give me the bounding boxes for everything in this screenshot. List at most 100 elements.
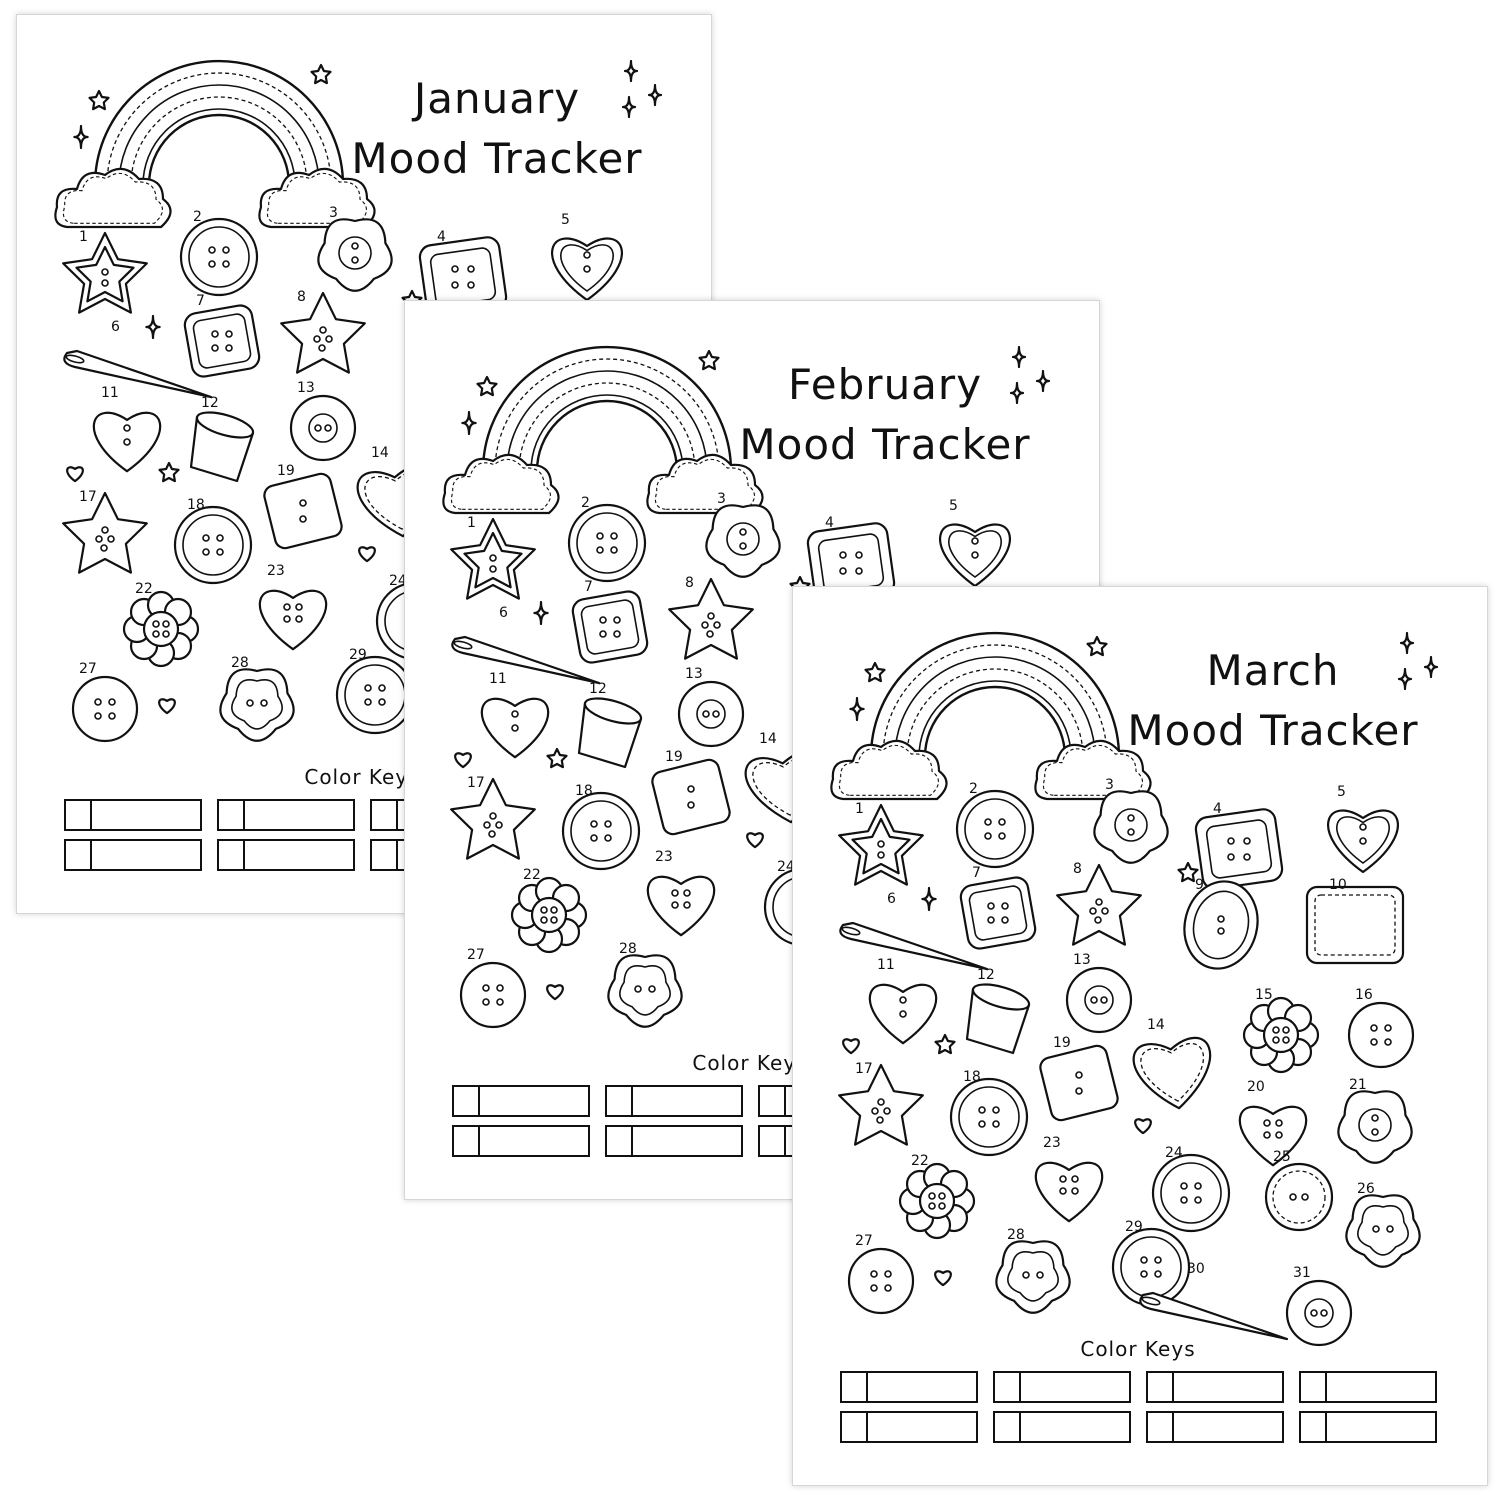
day-button-icon[interactable] — [317, 218, 393, 292]
day-button-icon[interactable] — [1139, 1291, 1289, 1341]
day-button-icon[interactable] — [965, 979, 1032, 1055]
day-button-icon[interactable] — [838, 1063, 924, 1146]
day-button-icon[interactable] — [551, 237, 623, 302]
day-button-icon[interactable] — [1347, 1001, 1415, 1069]
day-button-icon[interactable] — [1242, 996, 1320, 1074]
color-key-swatch[interactable] — [372, 801, 398, 829]
color-key-swatch[interactable] — [1148, 1413, 1174, 1441]
color-key-swatch[interactable] — [219, 841, 245, 869]
day-button-icon[interactable] — [650, 758, 731, 837]
day-button-icon[interactable] — [63, 349, 213, 399]
day-button-icon[interactable] — [959, 876, 1037, 951]
day-button-icon[interactable] — [459, 961, 527, 1029]
color-key-swatch[interactable] — [607, 1087, 633, 1115]
day-button-icon[interactable] — [173, 505, 253, 585]
day-button-icon[interactable] — [955, 789, 1035, 869]
color-key-swatch[interactable] — [607, 1127, 633, 1155]
color-key-swatch[interactable] — [454, 1087, 480, 1115]
day-button-icon[interactable] — [262, 472, 343, 551]
day-button-icon[interactable] — [1056, 863, 1142, 946]
color-key-box[interactable] — [452, 1085, 590, 1117]
day-button-icon[interactable] — [949, 1077, 1029, 1157]
color-key-box[interactable] — [605, 1125, 743, 1157]
color-key-swatch[interactable] — [842, 1373, 868, 1401]
day-button-icon[interactable] — [1132, 1036, 1217, 1114]
day-button-icon[interactable] — [561, 791, 641, 871]
color-key-swatch[interactable] — [1301, 1373, 1327, 1401]
color-key-swatch[interactable] — [1301, 1413, 1327, 1441]
color-key-swatch[interactable] — [760, 1087, 786, 1115]
color-key-swatch[interactable] — [372, 841, 398, 869]
day-button-icon[interactable] — [62, 491, 148, 574]
day-button-icon[interactable] — [995, 1240, 1071, 1314]
day-button-icon[interactable] — [1264, 1162, 1334, 1232]
day-button-icon[interactable] — [1093, 790, 1169, 864]
color-key-swatch[interactable] — [66, 841, 92, 869]
day-button-icon[interactable] — [1151, 1153, 1231, 1233]
day-button-icon[interactable] — [289, 394, 357, 462]
day-button-icon[interactable] — [418, 236, 508, 318]
day-button-icon[interactable] — [219, 668, 295, 742]
day-button-icon[interactable] — [607, 954, 683, 1028]
day-button-icon[interactable] — [335, 655, 415, 735]
day-button-icon[interactable] — [1337, 1090, 1413, 1164]
day-button-icon[interactable] — [450, 777, 536, 860]
day-button-icon[interactable] — [577, 693, 644, 769]
color-key-box[interactable] — [1299, 1411, 1437, 1443]
day-button-icon[interactable] — [1345, 1194, 1421, 1268]
color-key-swatch[interactable] — [995, 1373, 1021, 1401]
color-key-swatch[interactable] — [219, 801, 245, 829]
day-button-icon[interactable] — [1034, 1161, 1104, 1223]
color-key-swatch[interactable] — [842, 1413, 868, 1441]
day-button-icon[interactable] — [567, 503, 647, 583]
day-button-icon[interactable] — [122, 590, 200, 668]
color-key-box[interactable] — [217, 799, 355, 831]
day-button-icon[interactable] — [1305, 885, 1405, 965]
day-button-icon[interactable] — [480, 697, 550, 759]
day-button-icon[interactable] — [839, 921, 989, 971]
day-button-icon[interactable] — [838, 803, 924, 886]
day-button-icon[interactable] — [571, 590, 649, 665]
day-button-icon[interactable] — [179, 217, 259, 297]
day-button-icon[interactable] — [71, 675, 139, 743]
color-key-box[interactable] — [452, 1125, 590, 1157]
color-key-box[interactable] — [1146, 1371, 1284, 1403]
day-button-icon[interactable] — [1038, 1044, 1119, 1123]
color-key-swatch[interactable] — [454, 1127, 480, 1155]
day-button-icon[interactable] — [451, 635, 601, 685]
day-button-icon[interactable] — [847, 1247, 915, 1315]
color-key-box[interactable] — [993, 1411, 1131, 1443]
day-button-icon[interactable] — [646, 875, 716, 937]
day-button-icon[interactable] — [1111, 1227, 1191, 1307]
day-button-icon[interactable] — [92, 411, 162, 473]
day-button-icon[interactable] — [280, 291, 366, 374]
color-key-box[interactable] — [993, 1371, 1131, 1403]
day-button-icon[interactable] — [1175, 874, 1266, 977]
day-button-icon[interactable] — [189, 407, 256, 483]
day-button-icon[interactable] — [1194, 808, 1284, 890]
day-button-icon[interactable] — [868, 983, 938, 1045]
day-button-icon[interactable] — [1238, 1105, 1308, 1167]
color-key-swatch[interactable] — [1148, 1373, 1174, 1401]
color-key-box[interactable] — [840, 1411, 978, 1443]
color-key-box[interactable] — [64, 799, 202, 831]
color-key-box[interactable] — [605, 1085, 743, 1117]
day-button-icon[interactable] — [62, 231, 148, 314]
color-key-swatch[interactable] — [760, 1127, 786, 1155]
day-button-icon[interactable] — [705, 504, 781, 578]
color-key-box[interactable] — [217, 839, 355, 871]
day-button-icon[interactable] — [898, 1162, 976, 1240]
day-button-icon[interactable] — [939, 523, 1011, 588]
color-key-box[interactable] — [1146, 1411, 1284, 1443]
color-key-swatch[interactable] — [66, 801, 92, 829]
color-key-box[interactable] — [1299, 1371, 1437, 1403]
color-key-box[interactable] — [840, 1371, 978, 1403]
day-button-icon[interactable] — [258, 589, 328, 651]
day-button-icon[interactable] — [1327, 809, 1399, 874]
day-button-icon[interactable] — [450, 517, 536, 600]
color-key-swatch[interactable] — [995, 1413, 1021, 1441]
day-button-icon[interactable] — [1065, 966, 1133, 1034]
day-button-icon[interactable] — [183, 304, 261, 379]
color-key-box[interactable] — [64, 839, 202, 871]
day-button-icon[interactable] — [668, 577, 754, 660]
